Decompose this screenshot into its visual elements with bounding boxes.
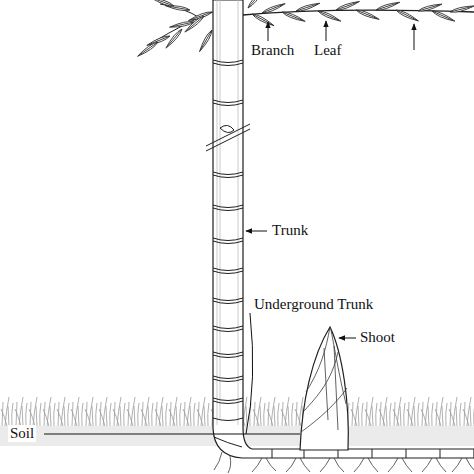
branch-and-leaves	[136, 0, 474, 58]
trunk-shading	[217, 0, 238, 425]
break-mark	[206, 124, 250, 151]
part-label: Trunk	[270, 222, 310, 239]
leader-lines	[44, 21, 414, 434]
rhizome-nodes	[272, 449, 440, 458]
part-label: Shoot	[358, 329, 397, 346]
bamboo-shoot	[300, 327, 348, 450]
part-label: Underground Trunk	[252, 296, 375, 313]
part-label: Soil	[8, 425, 36, 442]
part-label: Branch	[249, 42, 296, 59]
trunk-nodes	[213, 60, 243, 447]
bamboo-trunk	[213, 0, 474, 458]
part-label: Leaf	[312, 42, 343, 59]
